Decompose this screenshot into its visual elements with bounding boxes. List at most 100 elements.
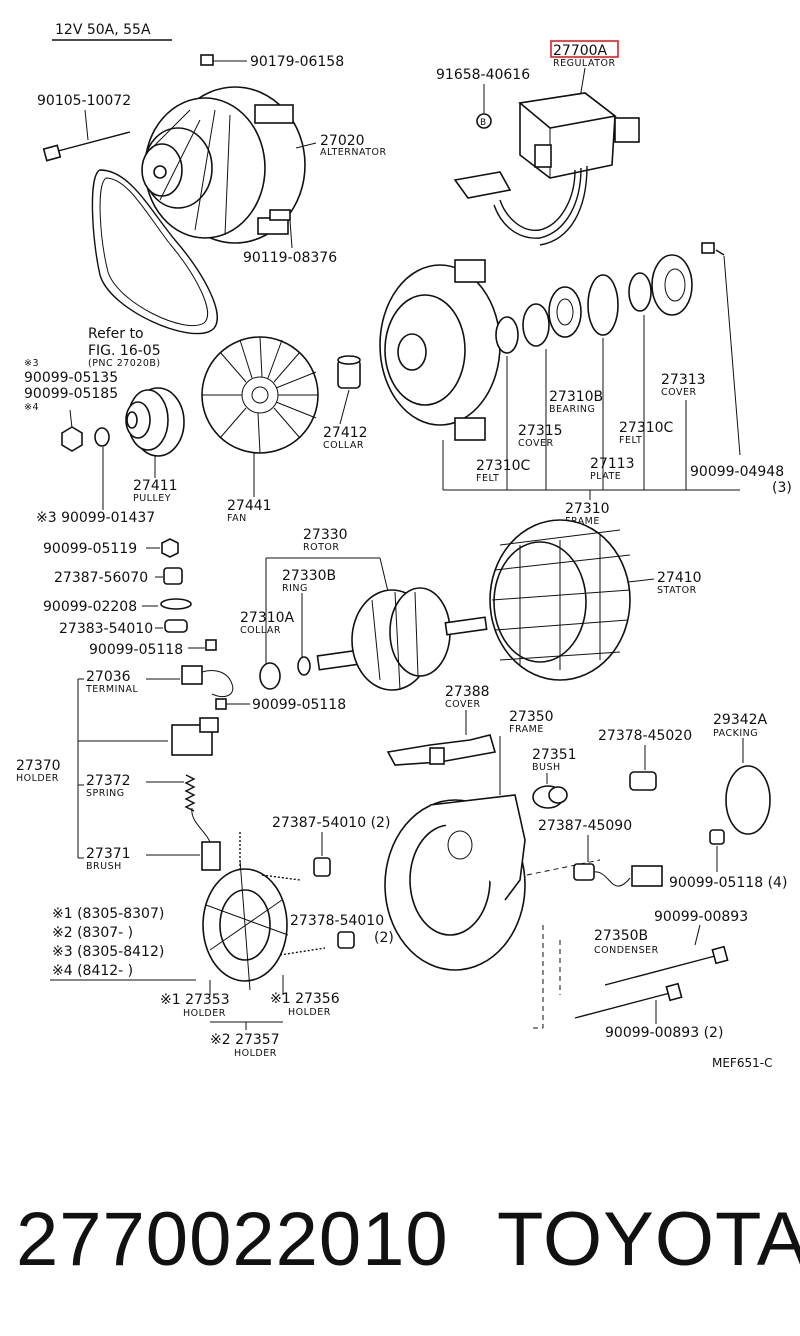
label-90099-05185: 90099-05185	[24, 386, 118, 402]
plate-27113[interactable]	[587, 274, 619, 336]
label-27310c-right: 27310C	[619, 420, 674, 436]
label-rotor: ROTOR	[303, 542, 339, 553]
brush-holder-27370[interactable]	[171, 717, 219, 756]
refer-fig[interactable]: FIG. 16-05	[88, 343, 161, 359]
collar-27310a[interactable]	[259, 662, 281, 690]
label-27383-54010: 27383-54010	[59, 621, 153, 637]
label-27411: 27411	[133, 478, 178, 494]
footer-part-number[interactable]: 2770022010	[16, 1197, 449, 1282]
cover-27313[interactable]	[651, 254, 693, 316]
label-27357: ※2 27357	[210, 1032, 280, 1048]
terminal-27036[interactable]	[181, 665, 234, 698]
label-27330: 27330	[303, 527, 348, 543]
felt-27310c-left[interactable]	[495, 316, 519, 354]
label-29342a: 29342A	[713, 712, 768, 728]
marker-3a: ※3	[24, 358, 39, 369]
bush-27351[interactable]	[532, 785, 568, 809]
rear-frame-27350[interactable]	[384, 794, 526, 971]
marker-2: ※2 (8307- )	[52, 925, 133, 941]
label-27387-45090: 27387-45090	[538, 818, 632, 834]
drive-end-frame[interactable]	[379, 259, 501, 441]
label-90105: 90105-10072	[37, 93, 131, 109]
label-27387-54010: 27387-54010 (2)	[272, 815, 390, 831]
regulator-part[interactable]	[453, 92, 640, 246]
label-holder-27353: HOLDER	[183, 1008, 226, 1019]
v-belt[interactable]	[91, 169, 218, 335]
label-qty-3: (3)	[772, 480, 792, 496]
regulator-part-number[interactable]: 27700A	[553, 43, 608, 59]
label-27310c-left: 27310C	[476, 458, 531, 474]
marker-4: ※4 (8412- )	[52, 963, 133, 979]
nut-90099-05118b[interactable]	[215, 698, 227, 710]
bearing-27310b[interactable]	[548, 286, 582, 338]
label-90099-00893a: 90099-00893	[654, 909, 748, 925]
marker-4a: ※4	[24, 402, 39, 413]
label-90099-05118b: 90099-05118	[252, 697, 346, 713]
bushing-27378-54010[interactable]	[337, 931, 355, 949]
washer-90099-02208[interactable]	[160, 598, 192, 610]
spring-27372[interactable]	[184, 774, 196, 812]
insulator-27383-54010[interactable]	[164, 619, 188, 633]
bolt-90099-00893b[interactable]	[574, 982, 683, 1019]
nut-90099-05118a[interactable]	[205, 639, 217, 651]
label-bush: BUSH	[532, 762, 561, 773]
label-27378-54010: 27378-54010	[290, 913, 384, 929]
washer-pulley[interactable]	[94, 427, 110, 447]
label-27356: ※1 27356	[270, 991, 340, 1007]
label-holder-27356: HOLDER	[288, 1007, 331, 1018]
insulator-27387-56070[interactable]	[163, 567, 183, 585]
label-stator: STATOR	[657, 585, 697, 596]
highlight-box[interactable]	[550, 40, 619, 58]
label-27036: 27036	[86, 669, 131, 685]
label-alternator: ALTERNATOR	[320, 147, 387, 158]
label-90119: 90119-08376	[243, 250, 337, 266]
label-cover-27315: COVER	[518, 438, 554, 449]
label-90099-04948: 90099-04948	[690, 464, 784, 480]
label-fan: FAN	[227, 513, 247, 524]
label-27330b: 27330B	[282, 568, 336, 584]
label-pulley: PULLEY	[133, 493, 171, 504]
nut-pulley[interactable]	[61, 426, 83, 452]
label-27313: 27313	[661, 372, 706, 388]
rotor-part[interactable]	[316, 587, 488, 691]
label-27350b: 27350B	[594, 928, 648, 944]
label-90099-05118c: 90099-05118 (4)	[669, 875, 787, 891]
rectifier-holder[interactable]	[202, 830, 326, 991]
fan-part[interactable]	[201, 336, 319, 454]
stator-part[interactable]	[489, 519, 631, 681]
cover-27315[interactable]	[522, 303, 550, 347]
bolt-90105[interactable]	[42, 131, 131, 162]
nut-90179[interactable]	[200, 54, 214, 66]
svg-text:B: B	[480, 118, 486, 128]
condenser-27350b[interactable]	[573, 863, 663, 887]
label-collar: COLLAR	[323, 440, 364, 451]
label-cover-27313: COVER	[661, 387, 697, 398]
label-packing: PACKING	[713, 728, 758, 739]
screw-90119[interactable]	[269, 209, 291, 221]
alternator-assembly[interactable]	[141, 86, 306, 244]
bushing-27378-45020[interactable]	[629, 771, 657, 791]
pulley-part[interactable]	[125, 387, 185, 457]
label-27441: 27441	[227, 498, 272, 514]
label-condenser: CONDENSER	[594, 945, 659, 956]
rear-cover-27388[interactable]	[386, 734, 497, 766]
collar-27412[interactable]	[337, 355, 361, 389]
label-90099-05119: 90099-05119	[43, 541, 137, 557]
label-27350: 27350	[509, 709, 554, 725]
ring-27330b[interactable]	[297, 656, 311, 676]
label-91658: 91658-40616	[436, 67, 530, 83]
label-27378-45020: 27378-45020	[598, 728, 692, 744]
screw-90099-04948[interactable]	[701, 242, 725, 256]
packing-29342a[interactable]	[725, 765, 771, 835]
felt-27310c-right[interactable]	[628, 272, 652, 312]
label-27370: 27370	[16, 758, 61, 774]
nut-90099-05119[interactable]	[161, 538, 179, 558]
screw-91658[interactable]	[476, 113, 492, 129]
nut-90099-05118c[interactable]	[709, 829, 725, 845]
insulator-27387-54010[interactable]	[313, 857, 331, 877]
spec-title: 12V 50A, 55A	[55, 22, 151, 38]
label-bearing: BEARING	[549, 404, 595, 415]
bolt-90099-00893a[interactable]	[604, 945, 729, 986]
brush-27371[interactable]	[191, 807, 221, 871]
